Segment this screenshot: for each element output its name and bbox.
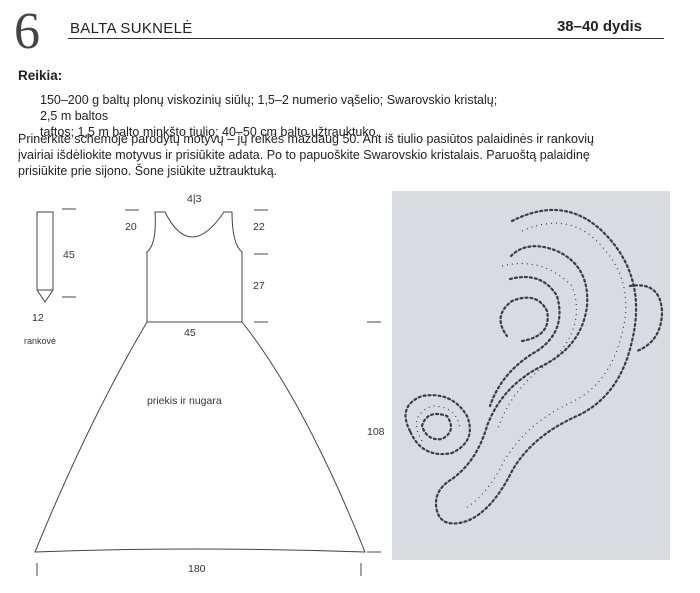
waist-width-label: 45 — [184, 327, 196, 339]
title-rule — [68, 38, 664, 39]
materials-line: 150–200 g baltų plonų viskozinių siūlų; … — [40, 93, 498, 123]
body-caption: priekis ir nugara — [147, 395, 222, 407]
crochet-motif-drawing — [404, 208, 664, 525]
armhole-right-label: 22 — [253, 221, 265, 233]
armhole-left-label: 20 — [125, 221, 137, 233]
instructions-line: Prinerkite schemoje parodytų motyvų – jų… — [18, 132, 594, 146]
crochet-pattern-image — [392, 191, 670, 560]
bodice-height-label: 27 — [253, 280, 265, 292]
sewing-diagram — [34, 208, 381, 576]
sleeve-caption: rankovė — [24, 336, 57, 346]
skirt-length-label: 108 — [367, 426, 385, 438]
materials-line: taftos; 1,5 m balto minkšto tiulio; 40–5… — [40, 125, 380, 139]
instructions-text: Prinerkite schemoje parodytų motyvų – jų… — [18, 131, 678, 179]
sleeve-width-label: 12 — [32, 312, 44, 324]
materials-text: 150–200 g baltų plonų viskozinių siūlų; … — [40, 92, 510, 140]
size-label: 38–40 dydis — [556, 18, 642, 35]
hem-width-label: 180 — [188, 563, 206, 575]
skirt-shape — [34, 321, 366, 553]
instructions-line: prisiūkite prie sijono. Šone jsiūkite už… — [18, 164, 278, 178]
chapter-number: 6 — [14, 3, 40, 60]
sleeve-length-label: 45 — [63, 249, 75, 261]
page-title: BALTA SUKNELĖ — [70, 20, 193, 37]
instructions-line: įvairiai išdėliokite motyvus ir prisiūki… — [18, 148, 590, 162]
requirements-heading: Reikia: — [18, 68, 63, 83]
strap-width-label: 4|3 — [187, 193, 202, 205]
sleeve-shape — [36, 211, 54, 303]
bodice-shape — [146, 211, 243, 323]
